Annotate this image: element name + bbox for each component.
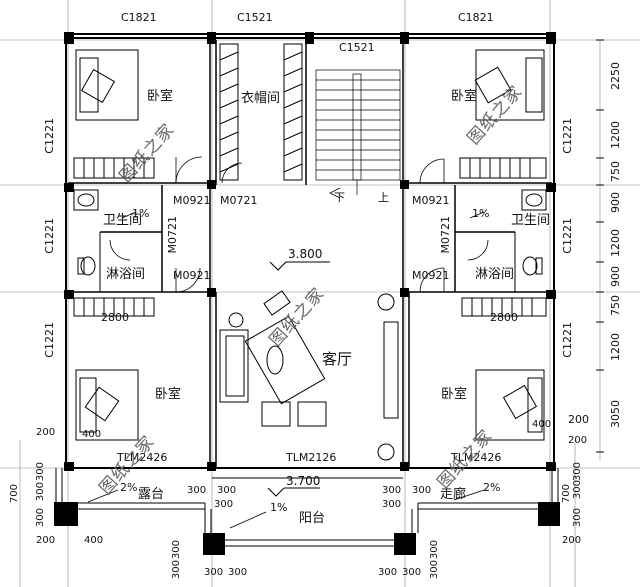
dim-inner-right-2800: 2800 — [490, 311, 518, 324]
dim-l400: 400 — [82, 429, 102, 440]
dim-right-900a: 900 — [609, 192, 622, 213]
room-label-shower-r: 淋浴间 — [475, 267, 515, 282]
door-label-tlm-right: TLM2426 — [451, 451, 502, 464]
room-label-bedroom-lr: 卧室 — [441, 387, 468, 402]
dim-l300-a: 300 — [35, 462, 46, 482]
dim-right-1200a: 1200 — [609, 121, 622, 149]
window-label-top-mid: C1521 — [237, 11, 273, 24]
dim-b300-5: 300 — [214, 499, 234, 510]
window-label-left-mid: C1221 — [43, 218, 56, 254]
dim-right-900b: 900 — [609, 266, 622, 287]
slope-balcony: 1% — [270, 501, 288, 514]
slope-bath-r: 1% — [472, 207, 490, 220]
dim-right-1200c: 1200 — [609, 333, 622, 361]
door-label-tlm-left: TLM2426 — [117, 451, 168, 464]
dim-br-300b: 300 — [429, 560, 440, 580]
dim-b300-3: 300 — [382, 485, 402, 496]
dim-r300-3: 300 — [572, 508, 583, 528]
dim-r400: 400 — [532, 419, 552, 430]
room-label-closet: 衣帽间 — [241, 91, 281, 106]
door-label-m0921-ll: M0921 — [173, 269, 211, 282]
door-label-m0721-vl: M0721 — [166, 216, 179, 254]
room-label-bedroom-ll: 卧室 — [155, 387, 182, 402]
living-furniture — [219, 290, 399, 461]
slope-corridor: 2% — [483, 481, 501, 494]
dim-bottom-l300b: 300 — [228, 567, 248, 578]
door-label-m0721-vr: M0721 — [439, 216, 452, 254]
room-label-terrace: 露台 — [138, 487, 165, 502]
slope-bath-l: 1% — [132, 207, 150, 220]
door-label-tlm-mid: TLM2126 — [286, 451, 337, 464]
room-label-living: 客厅 — [322, 350, 353, 368]
room-label-balcony: 阳台 — [299, 511, 326, 526]
door-label-m0721-ul: M0721 — [220, 194, 258, 207]
elevation-balcony: 3.700 — [286, 474, 321, 488]
dim-right-750a: 750 — [609, 161, 622, 182]
dim-r700: 700 — [561, 484, 572, 504]
room-label-bath-r: 卫生间 — [511, 213, 551, 228]
dim-bl-300a: 300 — [171, 540, 182, 560]
door-label-m0921-ul: M0921 — [173, 194, 211, 207]
room-label-shower-l: 淋浴间 — [106, 267, 146, 282]
room-label-bedroom-ur: 卧室 — [451, 89, 478, 104]
stair-up-label: 上 — [378, 191, 389, 204]
dim-right-750b: 750 — [609, 295, 622, 316]
slope-arrows — [87, 211, 485, 529]
dim-b300-2: 300 — [217, 485, 237, 496]
dim-l200: 200 — [36, 427, 56, 438]
dim-inner-left-2800: 2800 — [101, 311, 129, 324]
door-label-m0921-lr: M0921 — [412, 269, 450, 282]
dim-r300-2: 300 — [572, 480, 583, 500]
dim-b300-4: 300 — [412, 485, 432, 496]
elevation-floor: 3.800 — [288, 247, 323, 261]
dim-right-2250: 2250 — [609, 62, 622, 90]
balcony-railings — [55, 468, 559, 547]
staircase — [315, 69, 401, 199]
room-label-corridor: 走廊 — [440, 487, 467, 502]
beds — [75, 49, 545, 441]
bathroom-fixtures — [73, 189, 547, 292]
dim-bottom-r300b: 300 — [402, 567, 422, 578]
dim-br-300a: 300 — [429, 540, 440, 560]
stair-down-label: 下 — [334, 191, 345, 204]
dim-bl-300b: 300 — [171, 560, 182, 580]
dimension-ticks — [596, 39, 604, 453]
door-swings — [109, 156, 489, 293]
wardrobes — [73, 157, 547, 317]
closet-shelves — [219, 43, 303, 181]
dim-right-200: 200 — [568, 413, 589, 426]
window-label-right-mid: C1221 — [561, 218, 574, 254]
slope-terrace: 2% — [120, 481, 138, 494]
window-label-top-left: C1821 — [121, 11, 157, 24]
door-label-m0921-ur: M0921 — [412, 194, 450, 207]
dim-l200-b: 200 — [36, 535, 56, 546]
window-label-left-lower: C1221 — [43, 322, 56, 358]
dim-b300-6: 300 — [382, 499, 402, 510]
dim-bottom-l300: 300 — [204, 567, 224, 578]
dim-l400-b: 400 — [84, 535, 104, 546]
interior-walls — [68, 40, 552, 468]
dim-r200: 200 — [568, 435, 588, 446]
dim-r200-b: 200 — [562, 535, 582, 546]
dim-l300-b: 300 — [35, 482, 46, 502]
room-label-bath-l: 卫生间 — [103, 213, 143, 228]
window-label-right-lower: C1221 — [561, 322, 574, 358]
window-label-left-upper: C1221 — [43, 118, 56, 154]
dim-right-3050: 3050 — [609, 400, 622, 428]
dim-r300-1: 300 — [572, 462, 583, 482]
window-label-right-upper: C1221 — [561, 118, 574, 154]
dim-bottom-r300: 300 — [378, 567, 398, 578]
dim-l700: 700 — [9, 484, 20, 504]
room-label-bedroom-ul: 卧室 — [147, 89, 174, 104]
window-label-top-right: C1821 — [458, 11, 494, 24]
structural-columns — [54, 32, 560, 555]
dim-right-1200b: 1200 — [609, 229, 622, 257]
elevation-markers — [267, 261, 330, 497]
dim-l300-c: 300 — [35, 508, 46, 528]
window-label-stair: C1521 — [339, 41, 375, 54]
dim-b300-1: 300 — [187, 485, 207, 496]
